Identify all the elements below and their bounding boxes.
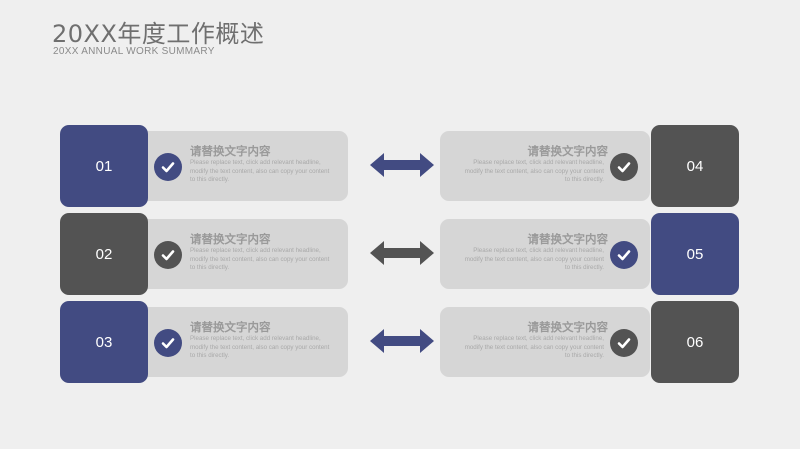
item-title: 请替换文字内容	[190, 320, 271, 334]
item-card: 请替换文字内容 Please replace text, click add r…	[138, 307, 348, 377]
item-title: 请替换文字内容	[190, 144, 271, 158]
item-2: 请替换文字内容 Please replace text, click add r…	[60, 213, 360, 295]
double-arrow-icon	[370, 153, 434, 177]
item-description: Please replace text, click add relevant …	[464, 159, 604, 184]
item-number-badge: 02	[60, 213, 148, 295]
item-3: 请替换文字内容 Please replace text, click add r…	[60, 301, 360, 383]
item-5: 请替换文字内容 Please replace text, click add r…	[440, 213, 740, 295]
item-1: 请替换文字内容 Please replace text, click add r…	[60, 125, 360, 207]
double-arrow-icon	[370, 241, 434, 265]
item-description: Please replace text, click add relevant …	[464, 247, 604, 272]
double-arrow-icon	[370, 329, 434, 353]
item-number-badge: 01	[60, 125, 148, 207]
item-title: 请替换文字内容	[527, 320, 609, 334]
item-title: 请替换文字内容	[527, 144, 609, 158]
item-4: 请替换文字内容 Please replace text, click add r…	[440, 125, 740, 207]
item-card: 请替换文字内容 Please replace text, click add r…	[440, 219, 650, 289]
item-card: 请替换文字内容 Please replace text, click add r…	[440, 131, 650, 201]
check-circle-icon	[154, 241, 182, 269]
item-6: 请替换文字内容 Please replace text, click add r…	[440, 301, 740, 383]
check-circle-icon	[610, 241, 638, 269]
check-circle-icon	[610, 329, 638, 357]
check-circle-icon	[154, 329, 182, 357]
item-card: 请替换文字内容 Please replace text, click add r…	[138, 219, 348, 289]
item-card: 请替换文字内容 Please replace text, click add r…	[138, 131, 348, 201]
item-number-badge: 05	[651, 213, 739, 295]
item-description: Please replace text, click add relevant …	[190, 159, 330, 184]
item-title: 请替换文字内容	[190, 232, 271, 246]
item-number-badge: 03	[60, 301, 148, 383]
item-description: Please replace text, click add relevant …	[190, 247, 330, 272]
item-description: Please replace text, click add relevant …	[464, 335, 604, 360]
page-title: 20XX年度工作概述	[52, 20, 265, 48]
page-subtitle: 20XX ANNUAL WORK SUMMARY	[53, 46, 215, 57]
item-description: Please replace text, click add relevant …	[190, 335, 330, 360]
check-circle-icon	[154, 153, 182, 181]
item-number-badge: 06	[651, 301, 739, 383]
check-circle-icon	[610, 153, 638, 181]
item-card: 请替换文字内容 Please replace text, click add r…	[440, 307, 650, 377]
item-number-badge: 04	[651, 125, 739, 207]
item-title: 请替换文字内容	[527, 232, 609, 246]
